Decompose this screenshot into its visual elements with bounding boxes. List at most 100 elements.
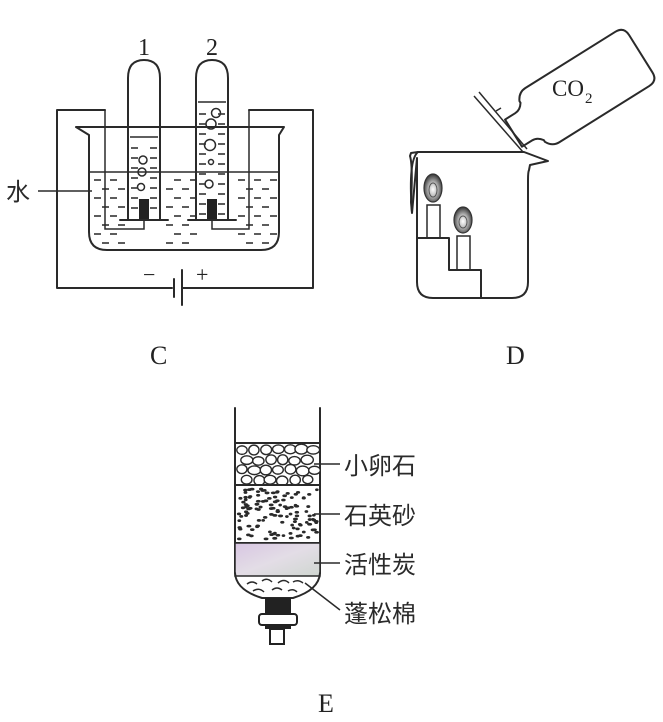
sand-grain bbox=[254, 502, 259, 506]
sand-grain bbox=[314, 521, 319, 525]
sand-grain bbox=[262, 489, 267, 492]
sand-grain bbox=[314, 530, 319, 534]
pebble bbox=[294, 443, 309, 455]
sand-grain bbox=[289, 496, 294, 499]
label-cotton: 蓬松棉 bbox=[344, 600, 416, 628]
sand-grain bbox=[285, 492, 290, 495]
sand-grain bbox=[272, 536, 278, 540]
sand-grain bbox=[268, 507, 274, 510]
co2-label: CO2 bbox=[552, 76, 592, 107]
test-tube-2 bbox=[187, 59, 250, 230]
figure-d-co2-candles: CO2 D bbox=[409, 28, 656, 370]
pebble bbox=[307, 465, 322, 476]
pebble bbox=[289, 474, 302, 486]
beaker-spout-lip bbox=[409, 151, 419, 213]
sand-grain bbox=[307, 522, 313, 526]
sand-grain bbox=[295, 491, 301, 494]
sand-grain bbox=[304, 510, 309, 513]
sand-grain bbox=[294, 510, 300, 514]
beaker-d bbox=[409, 151, 549, 299]
pebble bbox=[263, 474, 277, 485]
sand-grain bbox=[264, 491, 270, 495]
sand-grain bbox=[272, 513, 278, 517]
sand-grain bbox=[244, 510, 249, 514]
sand-grain bbox=[293, 492, 298, 496]
sand-grain bbox=[270, 491, 276, 495]
pebble bbox=[236, 445, 248, 456]
sand-grain bbox=[307, 492, 312, 496]
label-quartz-sand: 石英砂 bbox=[344, 502, 416, 530]
sand-grain bbox=[282, 494, 288, 498]
sand-grain bbox=[275, 510, 281, 513]
sand-grain bbox=[263, 537, 269, 541]
sand-grain bbox=[243, 495, 248, 499]
sand-grain bbox=[243, 488, 248, 492]
sand-grain bbox=[295, 534, 300, 538]
sand-grain bbox=[306, 505, 311, 508]
layer-activated-carbon bbox=[234, 542, 321, 577]
layer-pebbles bbox=[234, 442, 322, 487]
sand-grain bbox=[247, 506, 253, 510]
sand-grain bbox=[306, 535, 311, 539]
pebble bbox=[271, 444, 285, 455]
sand-grain bbox=[256, 518, 262, 522]
pebble bbox=[306, 444, 321, 455]
tube-2-label: 2 bbox=[206, 35, 218, 61]
electrode-1 bbox=[139, 199, 149, 219]
sand-grain bbox=[288, 536, 294, 540]
sand-grain bbox=[245, 504, 250, 508]
sand-grain bbox=[289, 505, 294, 509]
sand-grain bbox=[295, 527, 300, 531]
sand-grain bbox=[239, 514, 244, 518]
sand-grain bbox=[254, 507, 259, 511]
sand-grain bbox=[291, 526, 296, 530]
sand-grain bbox=[267, 496, 272, 500]
tube-1-label: 1 bbox=[138, 35, 150, 61]
water-body bbox=[89, 172, 280, 250]
sand-grain bbox=[301, 496, 306, 500]
sand-grain bbox=[285, 515, 289, 518]
sand-grain bbox=[301, 530, 306, 534]
pebble bbox=[247, 465, 262, 476]
sand-grain bbox=[304, 520, 309, 524]
candle-low bbox=[453, 206, 473, 271]
sand-grain bbox=[293, 503, 298, 507]
sand-grain bbox=[249, 534, 254, 538]
sand-grain bbox=[281, 534, 286, 537]
flame-high bbox=[423, 173, 443, 203]
pebble bbox=[259, 464, 273, 476]
pebble bbox=[240, 455, 254, 466]
sand-grain bbox=[288, 531, 293, 535]
circuit-wire-right bbox=[182, 109, 314, 289]
pebble bbox=[265, 454, 278, 466]
water-label: 水 bbox=[6, 178, 30, 206]
pebble bbox=[288, 455, 301, 466]
staircase bbox=[416, 237, 482, 299]
sand-grain bbox=[241, 500, 246, 504]
sand-grain bbox=[282, 505, 288, 508]
figure-c-electrolysis: − + bbox=[6, 35, 314, 370]
sand-grain bbox=[281, 498, 286, 502]
layer-quartz-sand bbox=[234, 484, 321, 544]
pebble bbox=[236, 464, 248, 475]
sand-grain bbox=[246, 524, 252, 528]
sand-grain bbox=[292, 520, 297, 523]
sand-grain bbox=[269, 533, 274, 537]
battery-positive-sign: + bbox=[196, 262, 208, 287]
pebble bbox=[284, 463, 297, 475]
sand-grain bbox=[297, 522, 302, 526]
co2-bottle bbox=[504, 28, 656, 148]
sand-grain bbox=[294, 514, 300, 518]
sand-grain bbox=[238, 496, 243, 500]
sand-grain bbox=[275, 490, 280, 494]
sand-grain bbox=[236, 537, 242, 541]
sand-grain bbox=[288, 512, 293, 516]
figure-e-caption: E bbox=[318, 689, 334, 718]
figure-c-caption: C bbox=[150, 341, 167, 370]
outlet-cap bbox=[258, 598, 298, 645]
sand-grain bbox=[307, 514, 312, 518]
figure-e-water-filter: 小卵石 石英砂 活性炭 蓬松棉 E bbox=[234, 407, 416, 718]
pebble bbox=[302, 474, 314, 485]
label-pebbles: 小卵石 bbox=[344, 452, 416, 480]
